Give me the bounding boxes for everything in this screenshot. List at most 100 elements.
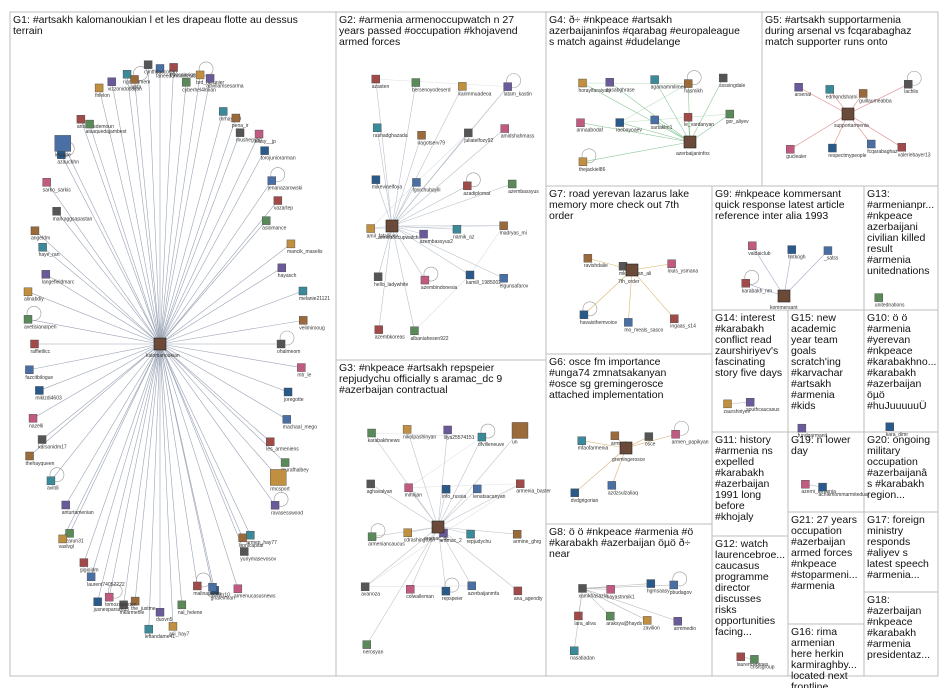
node-ravasesswood <box>270 501 280 510</box>
group-title-g7-line-2: memory more check out 7th <box>549 199 679 211</box>
node-label-pbudagov: pbudagov <box>670 590 692 596</box>
node-label-repjudychu: repjudychu <box>467 539 492 545</box>
node-label-aramac_2: aramac_2 <box>440 538 462 544</box>
node-label-anturtamenian: anturtamenian <box>62 510 94 516</box>
group-title-g6-line-4: attached implementation <box>549 389 664 401</box>
node-arii_hay7 <box>168 622 178 631</box>
edge-g1-5 <box>159 111 224 345</box>
group-title-g12-line-8: opportunities <box>715 615 775 627</box>
node-hgmsaasy <box>646 579 656 588</box>
hub-node-gremingerosce <box>619 441 633 455</box>
edge-g1-7 <box>159 132 241 345</box>
node-label-jusnesparsanu3: jusnesparsanu3 <box>93 607 130 613</box>
node-cyberhel4lmian <box>182 78 191 87</box>
node-label-ansabghrase: ansabghrase <box>606 87 635 93</box>
node-leftandame41 <box>144 624 153 634</box>
self-loop-g9-3 <box>744 270 760 285</box>
self-loop-g1-31 <box>196 572 211 588</box>
node-hayastnmik1 <box>606 585 615 594</box>
cross-edge-g3-3 <box>408 436 483 488</box>
node-armen_papikyan <box>671 430 680 439</box>
node-label-louls_ysmana: louls_ysmana <box>668 269 699 275</box>
node-label-lara_aliva: lara_aliva <box>574 621 596 627</box>
node-label-elgunsafarov: elgunsafarov <box>500 283 529 289</box>
node-label-karabakhnews: karabakhnews <box>368 438 401 444</box>
node-label-velimirooug: velimirooug <box>299 325 325 331</box>
node-label-agamammlimed: agamammlimed <box>651 85 687 91</box>
edge-g2-18 <box>391 225 471 276</box>
edge-g4-4 <box>689 77 724 143</box>
node-label-hayastnmik1: hayastnmik1 <box>607 594 635 600</box>
hub-node-7th_order <box>625 263 639 277</box>
edge-g2-19 <box>391 225 504 279</box>
node-label-haye_ran: haye_ran <box>39 252 60 258</box>
node-hntkogh <box>787 245 796 254</box>
node-label-duovn5: duovn5 <box>156 617 173 623</box>
node-ana_agendiy <box>513 586 523 596</box>
node-firlelon <box>94 83 104 93</box>
node-label-armenia_baster: armenia_baster <box>516 489 551 495</box>
node-label-havaisthemvoice: havaisthemvoice <box>580 320 617 326</box>
edge-g3-17 <box>437 526 447 592</box>
edge-g9-2 <box>783 250 829 297</box>
node-label-cynthilaccotian: cynthilaccotian <box>144 70 177 76</box>
edge-g3-2 <box>437 429 448 528</box>
node-louls_ysmana <box>667 259 676 268</box>
cross-edge-g4-3 <box>619 83 689 123</box>
edge-g1-26 <box>159 343 243 538</box>
edge-g1-47 <box>41 343 161 440</box>
group-title-g10-line-1: G10: ö ö <box>867 312 907 324</box>
group-title-g15-line-8: #armenia <box>791 389 835 401</box>
node-label-the_justme: the_justme <box>131 606 156 612</box>
edge-g9-3 <box>745 283 785 297</box>
hub-node-azerbaijaninfos <box>683 135 697 149</box>
group-title-g18-line-4: #karabakh <box>867 627 916 639</box>
node-valeriebayer13 <box>897 143 906 152</box>
node-langefieldmarc <box>41 270 51 279</box>
self-loop-g2-3 <box>506 73 521 88</box>
node-anturtamenian <box>61 500 70 510</box>
node-label-dfvilleneuve: dfvilleneuve <box>478 442 505 448</box>
hub-label-gremingerosce: gremingerosce <box>612 457 645 463</box>
node-label-vizzonidobaljan: vizzonidobaljan <box>108 87 142 93</box>
node-label-mkarmenie: mkarmenie <box>120 610 145 616</box>
node-avetisianarpen <box>23 315 33 324</box>
node-elgunsafarov <box>499 274 508 283</box>
node-_satss <box>823 246 833 255</box>
node-label-lequipe: lequipe <box>55 152 71 158</box>
node-hayasch <box>277 263 287 273</box>
node-azembassyus <box>507 179 517 189</box>
node-label-ohalmeom: ohalmeom <box>277 349 300 355</box>
cross-edge-g3-0 <box>371 432 482 438</box>
node-label-jenanazarowski: jenanazarowski <box>267 186 302 192</box>
node-label-dvdgrigorian: dvdgrigorian <box>571 498 599 504</box>
group-title-g17-line-3: responds <box>867 536 910 548</box>
node-label-les_armeniens: les_armeniens <box>266 447 299 453</box>
node-vizzonidobaljan <box>107 77 116 86</box>
node-juliatelfozy92 <box>464 128 473 138</box>
node-label-cyberhel4lmian: cyberhel4lmian <box>182 87 216 93</box>
node-label-angeldm: angeldm <box>31 236 50 242</box>
node-dvdgrigorian <box>570 488 580 498</box>
node-label-mo_meals_sasco: mo_meals_sasco <box>624 327 663 333</box>
node-label-atsaquedajambest: atsaquedajambest <box>86 129 127 135</box>
edge-g1-58 <box>46 182 161 345</box>
edge-g1-24 <box>159 343 276 506</box>
edge-g3-15 <box>364 526 439 587</box>
node-the_justme <box>130 596 140 606</box>
edge-g1-64 <box>111 81 161 345</box>
node-alinabdiy <box>23 287 33 296</box>
group-title-g4-line-3: s match against #dudelange <box>549 36 681 48</box>
group-title-g11-line-2: #armenia ns <box>715 445 773 457</box>
edge-g1-14 <box>159 267 282 345</box>
node-horaylfaraiyaty <box>578 78 587 88</box>
group-title-g12-line-7: risks <box>715 604 737 616</box>
node-valdaiclub <box>748 241 757 250</box>
node-fgorchubaylli <box>412 178 421 187</box>
node-melanie21121 <box>298 286 308 296</box>
cross-edge-g3-9 <box>443 483 521 534</box>
group-title-g11-line-7: before <box>715 500 745 512</box>
edge-g8-2 <box>582 583 651 589</box>
node-label-azerbaijanmfa: azerbaijanmfa <box>468 591 500 597</box>
edge-g1-9 <box>159 150 265 345</box>
